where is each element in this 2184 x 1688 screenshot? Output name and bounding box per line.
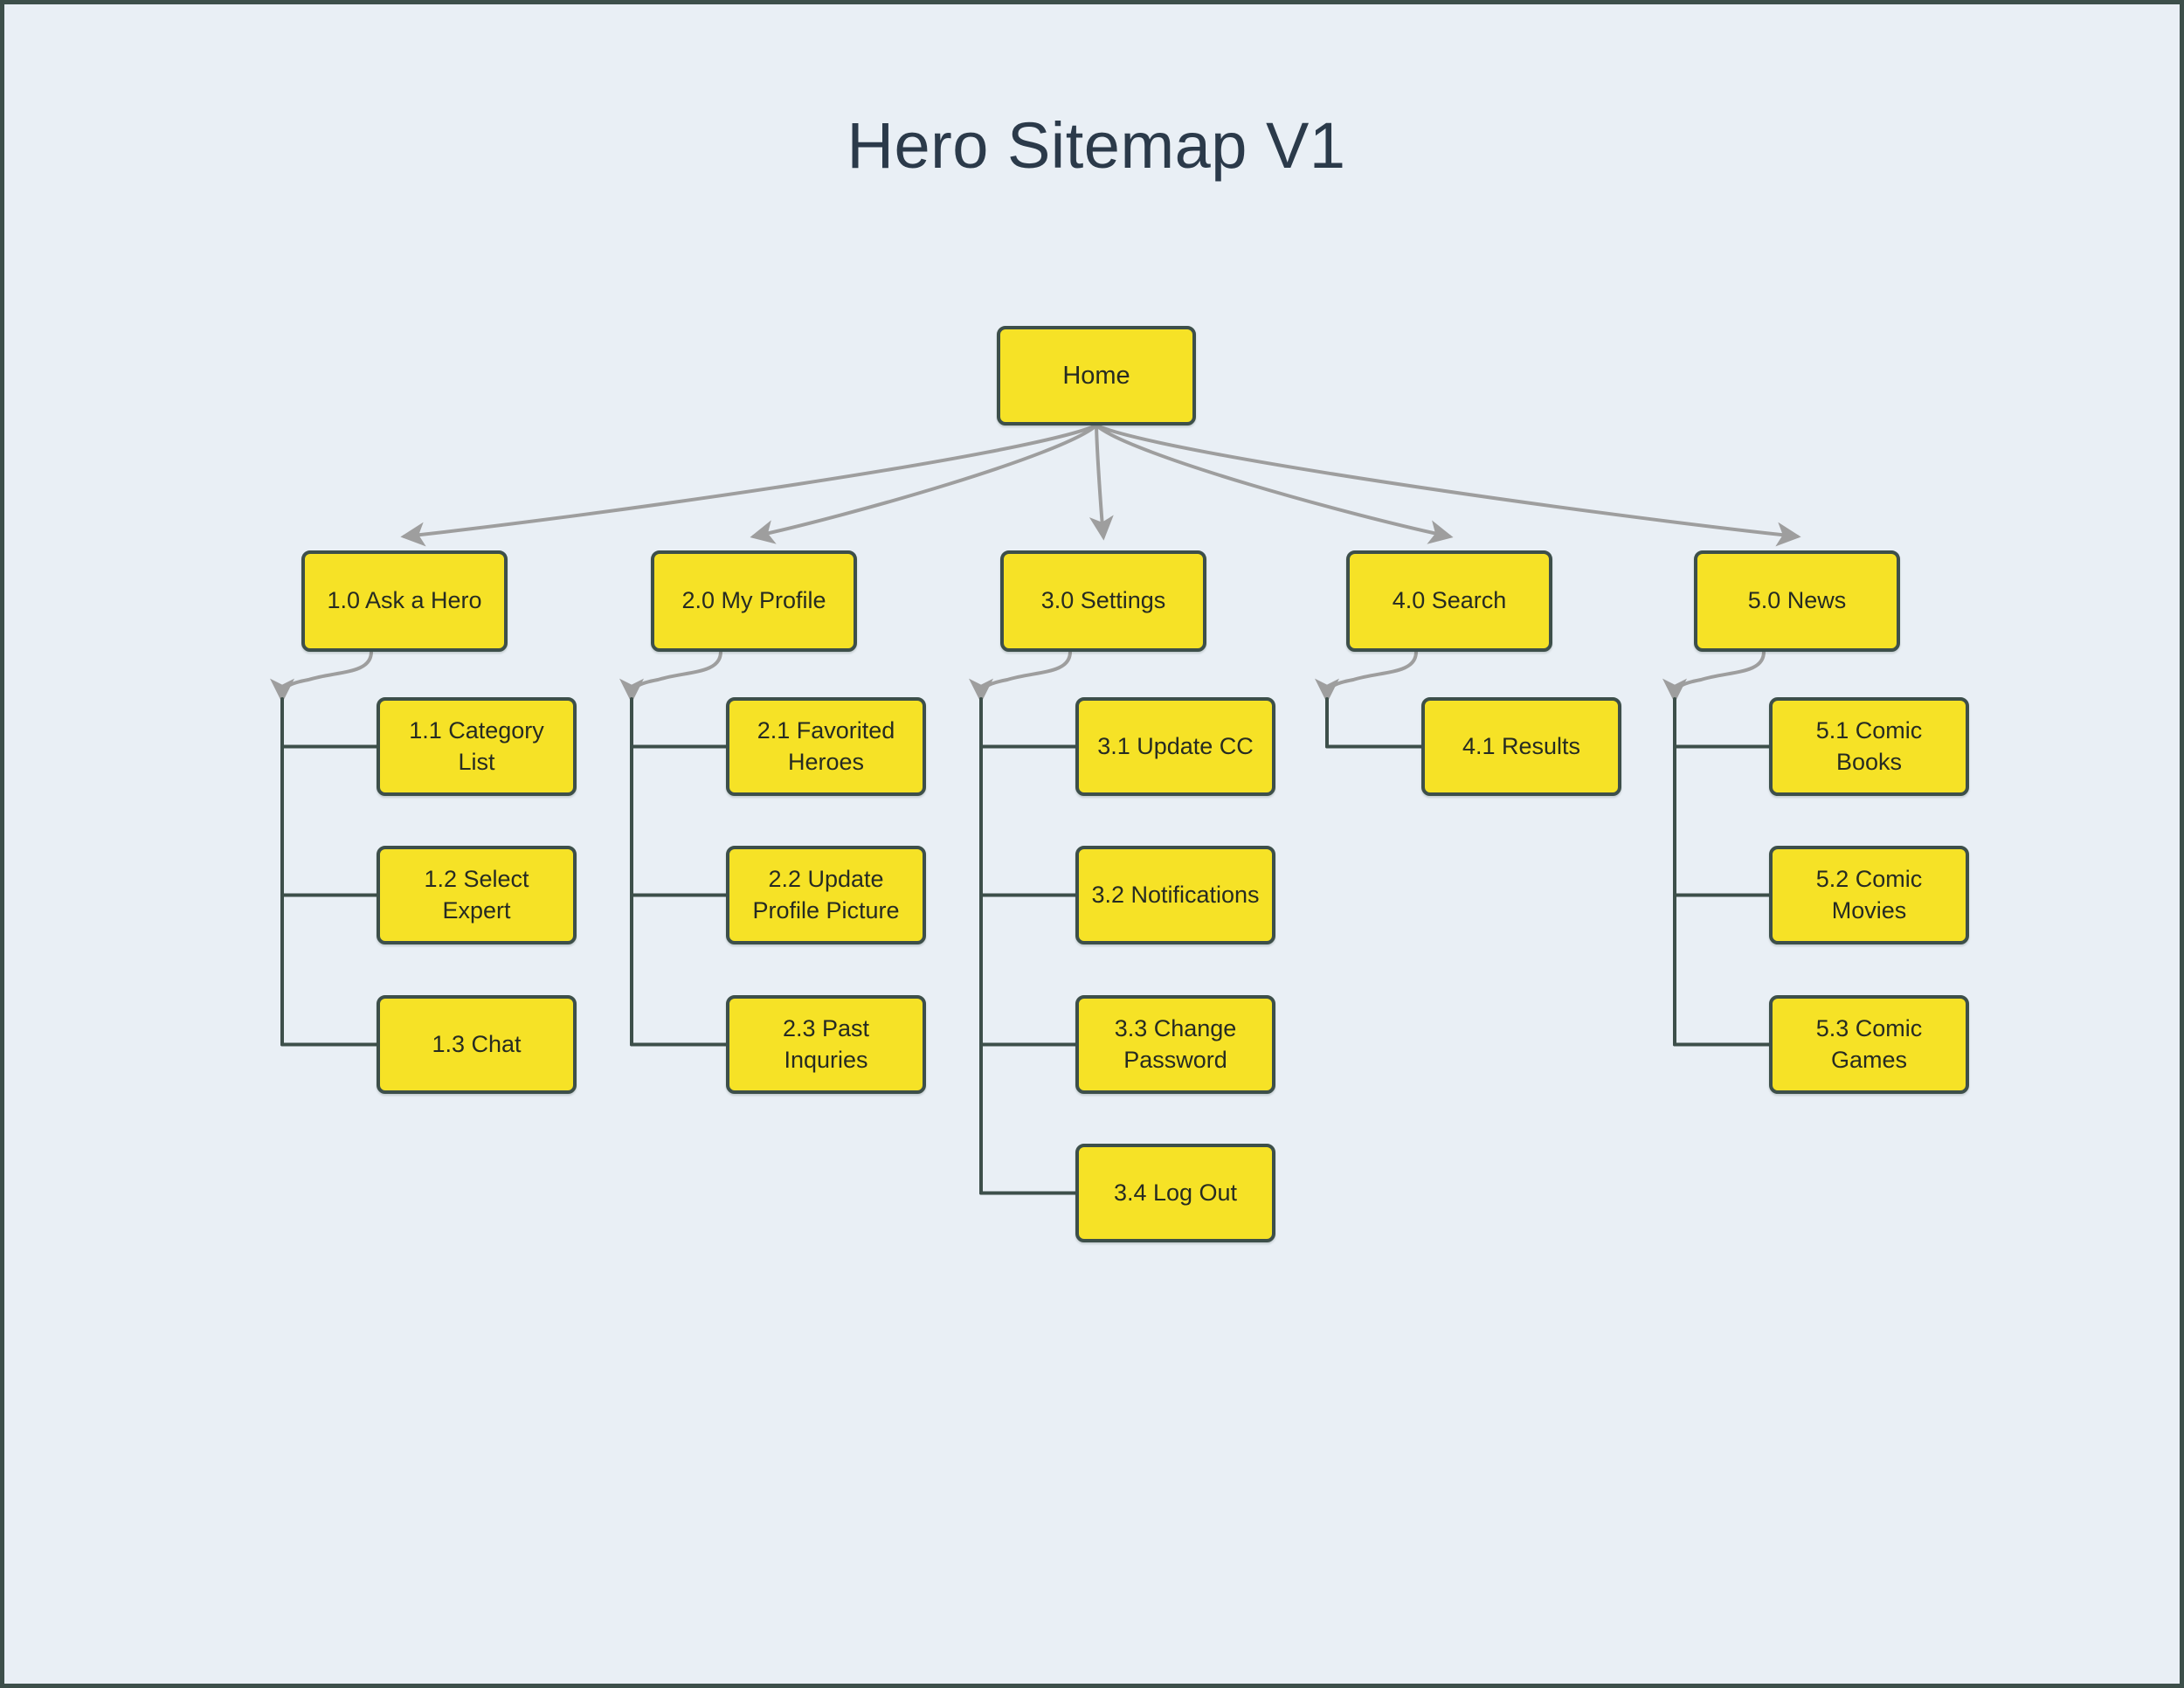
node-label: 2.0 My Profile — [681, 587, 826, 614]
node-update-profile-picture[interactable]: 2.2 Update Profile Picture — [726, 846, 926, 944]
settings-to-children-hook — [969, 650, 1072, 703]
news-to-children-hook — [1662, 650, 1766, 703]
node-settings[interactable]: 3.0 Settings — [1000, 550, 1206, 652]
root-to-search-connector — [1095, 424, 1454, 544]
my-profile-to-children-hook — [619, 650, 722, 703]
node-label: 5.0 News — [1747, 587, 1847, 614]
node-past-inquries[interactable]: 2.3 Past Inquries — [726, 995, 926, 1094]
tree-connectors — [270, 650, 1771, 1195]
node-my-profile[interactable]: 2.0 My Profile — [651, 550, 857, 652]
node-label: 3.4 Log Out — [1113, 1179, 1238, 1206]
node-label: 3.2 Notifications — [1091, 881, 1260, 908]
node-label: 2.3 Past Inquries — [782, 1014, 870, 1073]
node-comic-books[interactable]: 5.1 Comic Books — [1769, 697, 1969, 796]
node-log-out[interactable]: 3.4 Log Out — [1075, 1144, 1275, 1242]
node-results[interactable]: 4.1 Results — [1421, 697, 1621, 796]
node-search[interactable]: 4.0 Search — [1346, 550, 1552, 652]
ask-a-hero-to-children-hook — [270, 650, 373, 703]
node-update-cc[interactable]: 3.1 Update CC — [1075, 697, 1275, 796]
node-label: 1.2 Select Expert — [424, 865, 529, 924]
node-label: 4.1 Results — [1462, 732, 1581, 759]
node-select-expert[interactable]: 1.2 Select Expert — [377, 846, 577, 944]
root-to-my-profile-connector — [750, 424, 1098, 544]
node-ask-a-hero[interactable]: 1.0 Ask a Hero — [301, 550, 508, 652]
node-notifications[interactable]: 3.2 Notifications — [1075, 846, 1275, 944]
node-home[interactable]: Home — [997, 326, 1196, 425]
node-favorited-heroes[interactable]: 2.1 Favorited Heroes — [726, 697, 926, 796]
node-label: 3.1 Update CC — [1097, 732, 1254, 759]
page-title: Hero Sitemap V1 — [847, 109, 1346, 182]
node-category-list[interactable]: 1.1 Category List — [377, 697, 577, 796]
node-comic-games[interactable]: 5.3 Comic Games — [1769, 995, 1969, 1094]
node-label: 5.1 Comic Books — [1815, 716, 1923, 775]
node-chat[interactable]: 1.3 Chat — [377, 995, 577, 1094]
connector-layer — [270, 424, 1801, 1195]
node-label: 5.2 Comic Movies — [1815, 865, 1923, 924]
node-comic-movies[interactable]: 5.2 Comic Movies — [1769, 846, 1969, 944]
node-label: 2.1 Favorited Heroes — [757, 716, 895, 775]
node-label: Home — [1062, 361, 1130, 390]
root-to-settings-connector — [1089, 424, 1114, 541]
node-label: 2.2 Update Profile Picture — [752, 865, 900, 924]
root-to-ask-a-hero-connector — [400, 424, 1098, 547]
node-change-password[interactable]: 3.3 Change Password — [1075, 995, 1275, 1094]
node-label: 3.0 Settings — [1040, 587, 1166, 614]
node-label: 3.3 Change Password — [1114, 1014, 1237, 1073]
root-connectors — [400, 424, 1801, 547]
node-label: 1.3 Chat — [432, 1030, 522, 1057]
node-label: 1.0 Ask a Hero — [327, 587, 482, 614]
node-label: 1.1 Category List — [409, 716, 544, 775]
root-to-news-connector — [1095, 424, 1801, 547]
node-news[interactable]: 5.0 News — [1694, 550, 1900, 652]
node-label: 5.3 Comic Games — [1815, 1014, 1923, 1073]
node-label: 4.0 Search — [1392, 587, 1507, 614]
search-to-children-hook — [1315, 650, 1418, 703]
